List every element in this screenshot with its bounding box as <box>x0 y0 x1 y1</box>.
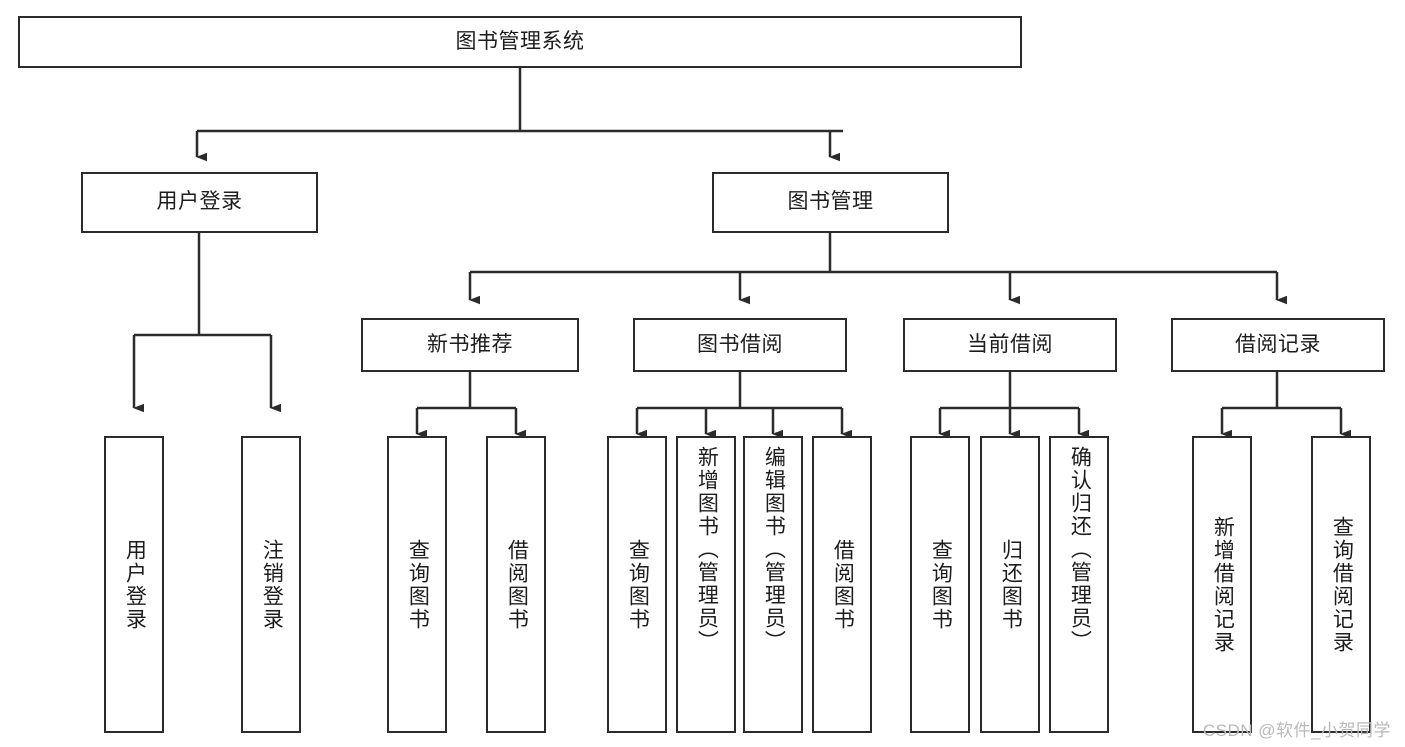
node-book-management-label: 图书管理 <box>787 190 874 214</box>
csdn-watermark: CSDN @软件_小贺同学 <box>1202 721 1391 740</box>
node-new-book-recommend-label: 新书推荐 <box>427 332 513 356</box>
leaf-record-add-record[interactable]: 新增借阅记录 <box>1192 436 1252 733</box>
leaf-recommend-query-book[interactable]: 查询图书 <box>387 436 447 733</box>
leaf-borrow-query-book[interactable]: 查询图书 <box>607 436 667 733</box>
node-borrow-record[interactable]: 借阅记录 <box>1171 318 1385 372</box>
leaf-current-query-book-label: 查询图书 <box>929 538 953 631</box>
node-new-book-recommend[interactable]: 新书推荐 <box>361 318 579 372</box>
leaf-record-add-record-label: 新增借阅记录 <box>1211 515 1235 654</box>
leaf-current-confirm-return-admin-label: 确认归还（管理员） <box>1068 446 1092 653</box>
leaf-current-confirm-return-admin[interactable]: 确认归还（管理员） <box>1049 436 1109 733</box>
leaf-borrow-add-book-admin-label: 新增图书（管理员） <box>695 446 719 653</box>
leaf-user-login-logout[interactable]: 注销登录 <box>241 436 301 733</box>
node-book-management[interactable]: 图书管理 <box>712 172 949 233</box>
node-current-borrow-label: 当前借阅 <box>967 332 1053 356</box>
leaf-borrow-edit-book-admin-label: 编辑图书（管理员） <box>762 446 786 653</box>
node-user-login[interactable]: 用户登录 <box>81 172 318 233</box>
leaf-recommend-borrow-book[interactable]: 借阅图书 <box>486 436 546 733</box>
node-current-borrow[interactable]: 当前借阅 <box>903 318 1117 372</box>
node-root-label: 图书管理系统 <box>455 29 585 53</box>
leaf-record-query-record-label: 查询借阅记录 <box>1330 515 1354 654</box>
leaf-borrow-edit-book-admin[interactable]: 编辑图书（管理员） <box>743 436 803 733</box>
leaf-current-query-book[interactable]: 查询图书 <box>910 436 970 733</box>
leaf-borrow-query-book-label: 查询图书 <box>626 538 650 631</box>
leaf-recommend-borrow-book-label: 借阅图书 <box>505 538 529 631</box>
leaf-user-login-login-label: 用户登录 <box>123 538 147 631</box>
node-book-borrow[interactable]: 图书借阅 <box>633 318 847 372</box>
leaf-user-login-logout-label: 注销登录 <box>260 538 284 631</box>
leaf-current-return-book-label: 归还图书 <box>999 538 1023 631</box>
leaf-borrow-borrow-book-label: 借阅图书 <box>831 538 855 631</box>
leaf-borrow-borrow-book[interactable]: 借阅图书 <box>812 436 872 733</box>
leaf-user-login-login[interactable]: 用户登录 <box>104 436 164 733</box>
node-borrow-record-label: 借阅记录 <box>1235 332 1321 356</box>
leaf-current-return-book[interactable]: 归还图书 <box>980 436 1040 733</box>
leaf-record-query-record[interactable]: 查询借阅记录 <box>1311 436 1371 733</box>
leaf-recommend-query-book-label: 查询图书 <box>406 538 430 631</box>
node-root-system[interactable]: 图书管理系统 <box>18 16 1022 68</box>
node-book-borrow-label: 图书借阅 <box>697 332 783 356</box>
leaf-borrow-add-book-admin[interactable]: 新增图书（管理员） <box>676 436 736 733</box>
node-user-login-label: 用户登录 <box>156 190 243 214</box>
